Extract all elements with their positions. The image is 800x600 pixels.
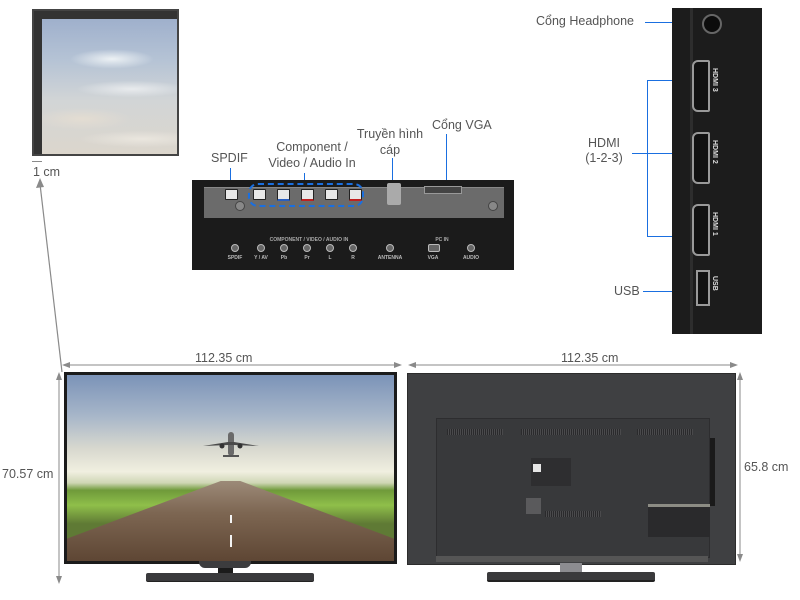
callout-hdmi-line1: HDMI (588, 136, 620, 150)
side-port-slot (710, 438, 715, 506)
pointer-arrow-icon (36, 178, 63, 373)
front-stand-base (146, 573, 314, 581)
front-width-label: 112.35 cm (195, 351, 253, 365)
rating-label-sticker (531, 458, 571, 486)
callout-headphone: Cổng Headphone (536, 14, 634, 28)
pr-jack (301, 189, 314, 201)
audio-l-jack (325, 189, 338, 200)
back-height-label: 65.8 cm (744, 460, 789, 474)
back-height-arrow-icon (737, 372, 743, 562)
bezel-dimension-line (32, 161, 42, 162)
callout-vga: Cổng VGA (432, 118, 492, 132)
audio-port-icon (467, 244, 475, 252)
silk-component-group: COMPONENT / VIDEO / AUDIO IN (269, 237, 349, 243)
vga-connector (424, 186, 462, 194)
silk-port-label: Y / AV (254, 255, 268, 261)
side-connector-panel: HDMI 3 HDMI 2 HDMI 1 USB (672, 8, 762, 334)
callout-line-cable (392, 158, 393, 188)
component-group-highlight (248, 183, 364, 207)
headphone-jack-icon (702, 14, 722, 34)
callout-component-line2: Video / Audio In (268, 156, 356, 170)
pr-port-icon (303, 244, 311, 252)
usb-label: USB (711, 276, 718, 291)
hdmi3-port-icon (692, 60, 710, 112)
tv-screen-image (67, 375, 394, 561)
r-port-icon (349, 244, 357, 252)
silk-port-label: AUDIO (462, 255, 480, 261)
callout-usb: USB (614, 284, 640, 298)
silk-port-label: ANTENNA (377, 255, 403, 261)
silk-port-label: L (328, 255, 332, 261)
pb-port-icon (280, 244, 288, 252)
antenna-port-icon (386, 244, 394, 252)
bezel-width-label: 1 cm (33, 165, 61, 179)
callout-cable-tv-line2: cáp (379, 143, 401, 157)
silk-port-label: R (351, 255, 355, 261)
pb-jack (277, 189, 290, 201)
callout-line-component (304, 173, 305, 183)
front-height-label: 70.57 cm (2, 467, 54, 481)
callout-cable-tv-line1: Truyền hình (356, 127, 424, 141)
callout-component-line1: Component / (276, 140, 348, 154)
bottom-connector-panel: COMPONENT / VIDEO / AUDIO IN PC IN SPDIF… (192, 180, 514, 270)
back-stand-neck (560, 563, 582, 573)
antenna-connector (387, 183, 401, 205)
vga-port-icon (428, 244, 440, 252)
stand-mount (526, 498, 541, 514)
runway-stripe (229, 515, 232, 523)
vent-grille (637, 429, 693, 435)
hdmi3-label: HDMI 3 (711, 68, 718, 92)
callout-hdmi-line2: (1-2-3) (585, 151, 623, 165)
label-logo (533, 464, 541, 472)
vent-grille (545, 511, 601, 517)
silk-port-label: Pb (280, 255, 288, 261)
back-cover-panel (436, 418, 710, 558)
bottom-trim (436, 556, 708, 562)
tv-back-view (407, 373, 736, 565)
silk-port-label: VGA (427, 255, 439, 261)
panel-ridge (690, 8, 693, 334)
vent-grille (447, 429, 503, 435)
spdif-port-icon (231, 244, 239, 252)
callout-line-vga (446, 134, 447, 186)
y-av-jack (253, 189, 266, 200)
front-stand-post (218, 568, 233, 575)
runway-stripe (229, 535, 232, 547)
callout-line-spdif (230, 168, 231, 184)
front-width-arrow-icon (62, 362, 402, 368)
bezel-edge (32, 9, 179, 156)
back-width-label: 112.35 cm (561, 351, 619, 365)
silk-pc-group: PC IN (435, 237, 449, 243)
rear-port-panel (648, 504, 710, 537)
screw (488, 201, 498, 211)
vent-grille (521, 429, 621, 435)
hdmi1-label: HDMI 1 (711, 212, 718, 236)
hdmi2-label: HDMI 2 (711, 140, 718, 164)
hdmi1-port-icon (692, 204, 710, 256)
tv-front-view (64, 372, 397, 564)
airplane-icon (203, 432, 259, 457)
bezel-corner-closeup (32, 9, 179, 156)
back-stand-base (487, 572, 655, 582)
callout-line-usb (643, 291, 699, 292)
front-stand-neck (199, 561, 251, 568)
silk-port-label: Pr (304, 255, 310, 261)
screen-sky-image (42, 19, 179, 156)
silk-port-label: SPDIF (227, 255, 243, 261)
y-av-port-icon (257, 244, 265, 252)
back-width-arrow-icon (408, 362, 738, 368)
usb-port-icon (696, 270, 710, 306)
callout-line-hdmi2 (632, 153, 697, 154)
callout-spdif: SPDIF (211, 151, 248, 165)
spdif-jack (225, 189, 238, 200)
front-height-arrow-icon (56, 372, 62, 584)
callout-bracket-hdmi (647, 80, 648, 237)
hdmi2-port-icon (692, 132, 710, 184)
screw (235, 201, 245, 211)
l-port-icon (326, 244, 334, 252)
